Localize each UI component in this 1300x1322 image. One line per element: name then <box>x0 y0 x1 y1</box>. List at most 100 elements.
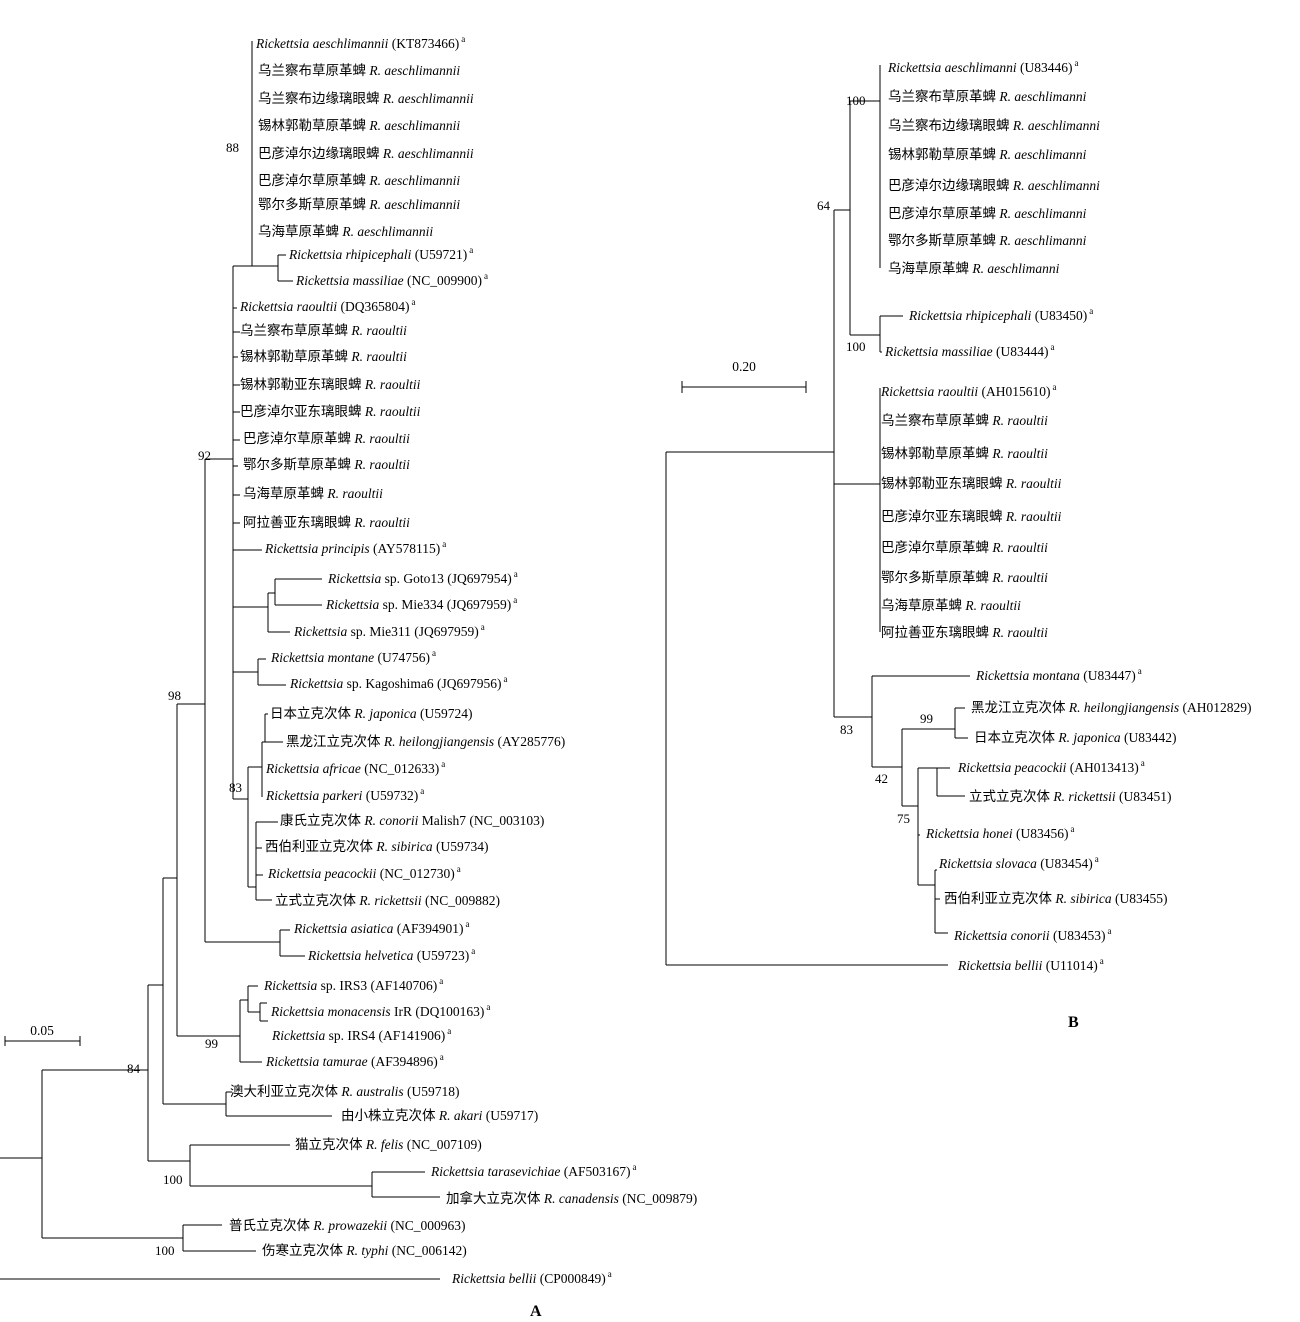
tree-a-taxon-label: 锡林郭勒草原革蜱 R. raoultii <box>240 348 407 364</box>
tree-a-taxon-label: Rickettsia raoultii (DQ365804)a <box>239 297 416 314</box>
scale-label-b: 0.20 <box>732 359 756 374</box>
tree-a-taxon-label: Rickettsia massiliae (NC_009900)a <box>295 271 488 288</box>
tree-a-taxon-label: 澳大利亚立克次体 R. australis (U59718) <box>230 1084 460 1099</box>
tree-a-taxon-label: 鄂尔多斯草原革蜱 R. raoultii <box>243 456 410 472</box>
tree-b-taxon-label: 乌海草原革蜱 R. aeschlimanni <box>888 261 1060 276</box>
tree-b-taxon-label: Rickettsia montana (U83447)a <box>975 666 1142 683</box>
bootstrap-88: 88 <box>226 140 239 155</box>
tree-a-taxon-label: 由小株立克次体 R. akari (U59717) <box>341 1108 538 1123</box>
tree-a-taxon-label: Rickettsia sp. IRS3 (AF140706)a <box>263 976 443 993</box>
tree-a-taxon-label: 猫立克次体 R. felis (NC_007109) <box>295 1137 482 1152</box>
tree-a-taxon-label: Rickettsia tamurae (AF394896)a <box>265 1052 444 1069</box>
taxon-labels-b: Rickettsia aeschlimanni (U83446)a 乌兰察布草原革… <box>880 58 1252 973</box>
tree-b-taxon-label: 乌兰察布草原革蜱 R. raoultii <box>881 412 1048 428</box>
tree-b: 0.20 100 64 100 99 83 42 75 Rickettsia a… <box>665 58 1252 1031</box>
tree-b-taxon-label: 巴彦淖尔草原革蜱 R. aeschlimanni <box>888 206 1087 221</box>
bootstrap-99-b: 99 <box>920 711 933 726</box>
bootstrap-84: 84 <box>127 1061 141 1076</box>
bootstrap-92: 92 <box>198 448 211 463</box>
tree-b-taxon-label: 乌海草原革蜱 R. raoultii <box>881 598 1021 613</box>
bootstrap-83: 83 <box>229 780 242 795</box>
tree-a-taxon-label: 立式立克次体 R. rickettsii (NC_009882) <box>275 893 500 908</box>
tree-b-taxon-label: 立式立克次体 R. rickettsii (U83451) <box>969 789 1171 804</box>
tree-b-taxon-label: 巴彦淖尔边缘璃眼蜱 R. aeschlimanni <box>888 177 1100 193</box>
tree-a-taxon-label: Rickettsia sp. Goto13 (JQ697954)a <box>327 569 518 586</box>
tree-b-taxon-label: Rickettsia bellii (U11014)a <box>957 956 1104 973</box>
tree-a-taxon-label: 普氏立克次体 R. prowazekii (NC_000963) <box>229 1218 466 1233</box>
bootstrap-values-b: 100 64 100 99 83 42 75 <box>817 93 933 826</box>
bootstrap-98: 98 <box>168 688 181 703</box>
tree-b-taxon-label: Rickettsia slovaca (U83454)a <box>938 854 1099 871</box>
tree-a-taxon-label: Rickettsia sp. IRS4 (AF141906)a <box>271 1026 451 1043</box>
tree-b-taxon-label: Rickettsia honei (U83456)a <box>925 824 1074 841</box>
tree-a-taxon-label: 巴彦淖尔草原革蜱 R. raoultii <box>243 431 410 446</box>
bootstrap-75: 75 <box>897 811 910 826</box>
bootstrap-100-felis: 100 <box>163 1172 183 1187</box>
tree-a-taxon-label: Rickettsia principis (AY578115)a <box>264 539 446 556</box>
scale-bar-a <box>4 1036 81 1046</box>
tree-a-taxon-label: Rickettsia sp. Kagoshima6 (JQ697956)a <box>289 674 507 691</box>
tree-a-taxon-label: 锡林郭勒草原革蜱 R. aeschlimannii <box>258 117 460 133</box>
tree-a: 0.05 88 92 98 83 99 84 100 100 Rickettsi… <box>0 34 697 1320</box>
tree-b-taxon-label: 巴彦淖尔亚东璃眼蜱 R. raoultii <box>881 508 1062 524</box>
tree-b-taxon-label: 乌兰察布草原革蜱 R. aeschlimanni <box>888 88 1087 104</box>
bootstrap-values-a: 88 92 98 83 99 84 100 100 <box>127 140 242 1258</box>
tree-a-taxon-label: 巴彦淖尔亚东璃眼蜱 R. raoultii <box>240 403 421 419</box>
tree-a-taxon-label: 西伯利亚立克次体 R. sibirica (U59734) <box>265 839 489 854</box>
bootstrap-83-b: 83 <box>840 722 853 737</box>
tree-b-taxon-label: 巴彦淖尔草原革蜱 R. raoultii <box>881 540 1048 555</box>
tree-b-taxon-label: 鄂尔多斯草原革蜱 R. aeschlimanni <box>888 232 1087 248</box>
tree-a-taxon-label: Rickettsia helvetica (U59723)a <box>307 946 475 963</box>
tree-a-taxon-label: 阿拉善亚东璃眼蜱 R. raoultii <box>243 514 410 530</box>
tree-b-taxon-label: 黑龙江立克次体 R. heilongjiangensis (AH012829) <box>971 700 1252 715</box>
tree-a-taxon-label: 黑龙江立克次体 R. heilongjiangensis (AY285776) <box>286 734 565 749</box>
tree-b-taxon-label: 西伯利亚立克次体 R. sibirica (U83455) <box>944 891 1168 906</box>
tree-b-taxon-label: Rickettsia peacockii (AH013413)a <box>957 758 1145 775</box>
tree-b-taxon-label: 日本立克次体 R. japonica (U83442) <box>974 730 1177 745</box>
tree-a-taxon-label: Rickettsia africae (NC_012633)a <box>265 759 445 776</box>
tree-a-taxon-label: 乌兰察布边缘璃眼蜱 R. aeschlimannii <box>258 90 474 106</box>
scale-bar-b <box>681 381 807 393</box>
tree-b-taxon-label: 锡林郭勒草原革蜱 R. aeschlimanni <box>888 146 1087 162</box>
scale-label-a: 0.05 <box>30 1023 54 1038</box>
tree-a-taxon-label: 康氏立克次体 R. conorii Malish7 (NC_003103) <box>280 812 544 828</box>
tree-a-taxon-label: Rickettsia sp. Mie311 (JQ697959)a <box>293 622 485 639</box>
tree-b-taxon-label: Rickettsia conorii (U83453)a <box>953 926 1111 943</box>
panel-label-b: B <box>1068 1014 1079 1031</box>
tree-a-taxon-label: Rickettsia aeschlimannii (KT873466)a <box>255 34 465 51</box>
tree-a-taxon-label: Rickettsia sp. Mie334 (JQ697959)a <box>325 595 517 612</box>
tree-a-taxon-label: Rickettsia asiatica (AF394901)a <box>293 919 469 936</box>
tree-a-taxon-label: Rickettsia peacockii (NC_012730)a <box>267 864 461 881</box>
tree-b-taxon-label: 鄂尔多斯草原革蜱 R. raoultii <box>881 569 1048 585</box>
tree-a-branches <box>0 41 440 1280</box>
tree-b-taxon-label: Rickettsia aeschlimanni (U83446)a <box>887 58 1078 75</box>
tree-b-taxon-label: 乌兰察布边缘璃眼蜱 R. aeschlimanni <box>888 117 1100 133</box>
bootstrap-64: 64 <box>817 198 831 213</box>
tree-b-taxon-label: Rickettsia raoultii (AH015610)a <box>880 382 1057 399</box>
tree-a-taxon-label: 日本立克次体 R. japonica (U59724) <box>270 706 473 721</box>
panel-label-a: A <box>530 1303 542 1320</box>
tree-a-taxon-label: 巴彦淖尔草原革蜱 R. aeschlimannii <box>258 173 460 188</box>
tree-a-taxon-label: 乌海草原革蜱 R. raoultii <box>243 486 383 501</box>
tree-b-taxon-label: Rickettsia rhipicephali (U83450)a <box>908 306 1093 323</box>
bootstrap-100-massiliae: 100 <box>846 339 866 354</box>
bootstrap-42: 42 <box>875 771 888 786</box>
tree-b-taxon-label: 锡林郭勒亚东璃眼蜱 R. raoultii <box>881 475 1062 491</box>
tree-a-taxon-label: 乌兰察布草原革蜱 R. aeschlimannii <box>258 62 460 78</box>
tree-a-taxon-label: Rickettsia rhipicephali (U59721)a <box>288 245 473 262</box>
bootstrap-100-typhus: 100 <box>155 1243 175 1258</box>
taxon-labels-a: Rickettsia aeschlimannii (KT873466)a 乌兰察布… <box>229 34 697 1286</box>
tree-a-taxon-label: Rickettsia bellii (CP000849)a <box>451 1269 612 1286</box>
tree-a-taxon-label: Rickettsia monacensis IrR (DQ100163)a <box>270 1002 490 1019</box>
bootstrap-99: 99 <box>205 1036 218 1051</box>
tree-a-taxon-label: 锡林郭勒亚东璃眼蜱 R. raoultii <box>240 376 421 392</box>
tree-a-taxon-label: Rickettsia tarasevichiae (AF503167)a <box>430 1162 636 1179</box>
tree-b-taxon-label: 阿拉善亚东璃眼蜱 R. raoultii <box>881 624 1048 640</box>
tree-a-taxon-label: 乌兰察布草原革蜱 R. raoultii <box>240 322 407 338</box>
tree-a-taxon-label: 乌海草原革蜱 R. aeschlimannii <box>258 224 433 239</box>
tree-a-taxon-label: Rickettsia montane (U74756)a <box>270 648 436 665</box>
tree-b-taxon-label: 锡林郭勒草原革蜱 R. raoultii <box>881 445 1048 461</box>
tree-a-taxon-label: 鄂尔多斯草原革蜱 R. aeschlimannii <box>258 196 460 212</box>
tree-a-taxon-label: 巴彦淖尔边缘璃眼蜱 R. aeschlimannii <box>258 145 474 161</box>
